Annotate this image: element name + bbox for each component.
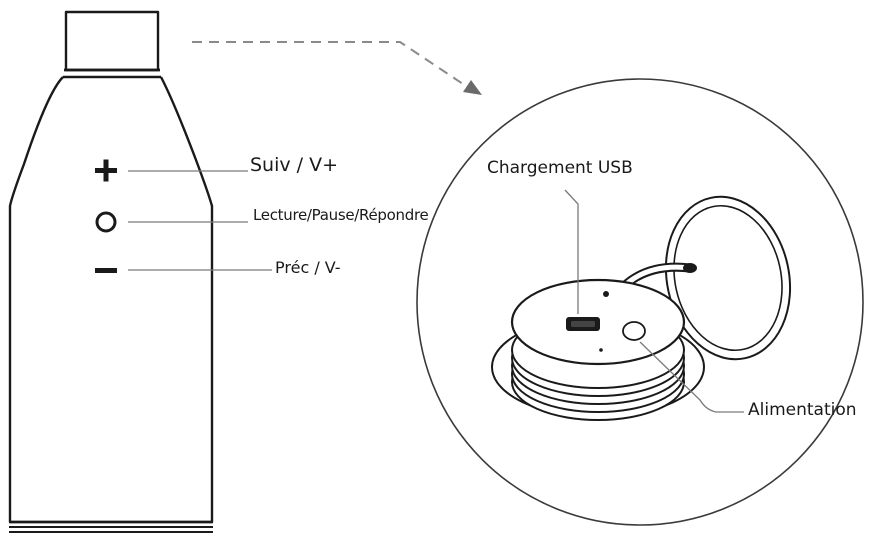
zoom-circle bbox=[416, 78, 864, 526]
mic-hole-icon bbox=[599, 348, 603, 352]
plus-icon[interactable] bbox=[95, 159, 117, 182]
label-play-pause-answer: Lecture/Pause/Répondre bbox=[253, 206, 429, 224]
circle-icon[interactable] bbox=[95, 211, 117, 233]
minus-icon[interactable] bbox=[95, 268, 117, 273]
label-next-volume-up: Suiv / V+ bbox=[250, 154, 339, 176]
callout-lines-left bbox=[128, 170, 272, 271]
label-power: Alimentation bbox=[748, 400, 857, 420]
speaker-outline bbox=[8, 76, 214, 524]
label-usb-charging: Chargement USB bbox=[487, 158, 633, 178]
speaker-body bbox=[8, 10, 214, 533]
strap-ring bbox=[664, 195, 792, 361]
led-hole-icon bbox=[603, 291, 609, 297]
power-button-icon[interactable] bbox=[622, 321, 646, 341]
speaker-cap bbox=[64, 10, 160, 72]
callout-lines-right bbox=[564, 189, 744, 413]
threaded-cap bbox=[491, 278, 705, 421]
zoom-arrow bbox=[192, 41, 482, 95]
label-previous-volume-down: Préc / V- bbox=[275, 258, 341, 277]
